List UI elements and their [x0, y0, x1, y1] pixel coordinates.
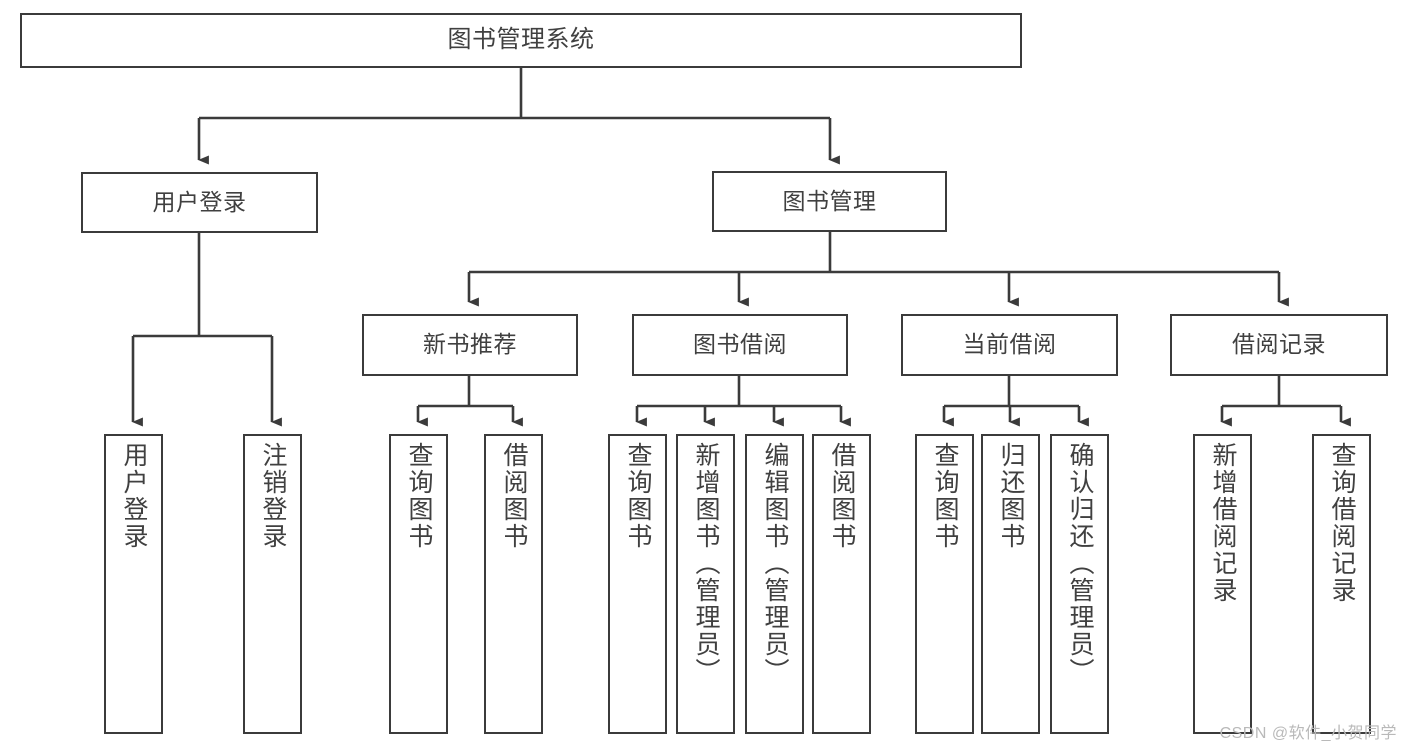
leaf-borrow-book-borrow[interactable]: 借阅图书: [812, 434, 871, 734]
node-label: 用户登录: [152, 188, 247, 215]
node-label: 查询图书: [931, 442, 959, 550]
node-label: 借阅记录: [1232, 331, 1326, 358]
node-current-borrow[interactable]: 当前借阅: [901, 314, 1118, 376]
leaf-logout-login[interactable]: 注销登录: [243, 434, 302, 734]
leaf-confirm-return-admin[interactable]: 确认归还（管理员）: [1050, 434, 1109, 734]
node-label: 用户登录: [120, 442, 148, 550]
leaf-add-borrow-record[interactable]: 新增借阅记录: [1193, 434, 1252, 734]
node-label: 图书管理系统: [447, 26, 595, 54]
node-user-login[interactable]: 用户登录: [81, 172, 318, 233]
leaf-query-book-current[interactable]: 查询图书: [915, 434, 974, 734]
node-label: 借阅图书: [828, 442, 856, 550]
leaf-add-book-admin[interactable]: 新增图书（管理员）: [676, 434, 735, 734]
node-label: 查询借阅记录: [1328, 442, 1356, 604]
node-label: 编辑图书（管理员）: [761, 442, 789, 685]
csdn-watermark: CSDN @软件_小贺同学: [1219, 725, 1397, 742]
leaf-return-book[interactable]: 归还图书: [981, 434, 1040, 734]
node-label: 新增借阅记录: [1209, 442, 1237, 604]
node-label: 当前借阅: [962, 331, 1057, 358]
node-label: 查询图书: [405, 442, 433, 550]
leaf-query-book-new-recommend[interactable]: 查询图书: [389, 434, 448, 734]
node-new-book-recommend[interactable]: 新书推荐: [362, 314, 578, 376]
node-label: 图书管理: [782, 187, 877, 214]
node-label: 新增图书（管理员）: [692, 442, 720, 685]
leaf-user-login[interactable]: 用户登录: [104, 434, 163, 734]
node-label: 确认归还（管理员）: [1066, 442, 1094, 685]
leaf-edit-book-admin[interactable]: 编辑图书（管理员）: [745, 434, 804, 734]
node-book-borrow[interactable]: 图书借阅: [632, 314, 848, 376]
leaf-borrow-book-new-recommend[interactable]: 借阅图书: [484, 434, 543, 734]
node-book-manage[interactable]: 图书管理: [712, 171, 947, 232]
node-label: 新书推荐: [423, 331, 517, 358]
node-label: 图书借阅: [693, 331, 787, 358]
node-borrow-record[interactable]: 借阅记录: [1170, 314, 1388, 376]
node-root-system[interactable]: 图书管理系统: [20, 13, 1022, 68]
node-label: 借阅图书: [500, 442, 528, 550]
node-label: 查询图书: [624, 442, 652, 550]
node-label: 注销登录: [259, 442, 287, 550]
leaf-query-borrow-record[interactable]: 查询借阅记录: [1312, 434, 1371, 734]
node-label: 归还图书: [997, 442, 1025, 550]
leaf-query-book-borrow[interactable]: 查询图书: [608, 434, 667, 734]
